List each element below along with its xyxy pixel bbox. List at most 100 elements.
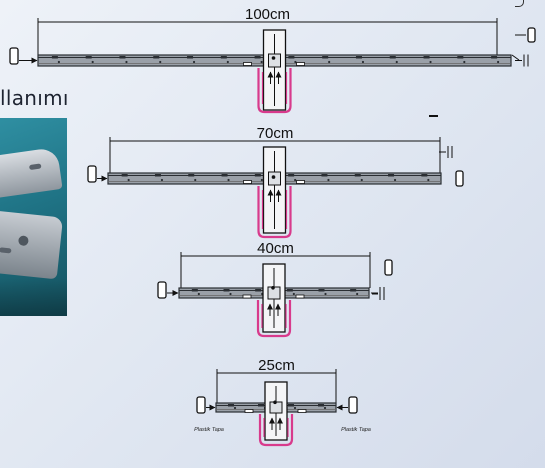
pink-clamp bbox=[257, 186, 292, 239]
bracket-hole-icon bbox=[273, 400, 277, 405]
rail-hole-icon bbox=[160, 178, 164, 182]
rail-slot-icon bbox=[423, 56, 430, 59]
rail-slot-icon bbox=[119, 56, 126, 59]
rail-hole-icon bbox=[427, 178, 430, 182]
rail-slot-icon bbox=[51, 56, 58, 59]
plastic-plug-icon bbox=[527, 27, 536, 43]
section-heading-fragment: llanımı bbox=[0, 86, 69, 110]
pink-clamp bbox=[256, 300, 292, 338]
rail-slot-icon bbox=[153, 56, 160, 59]
plug-label: Plastik Tapa bbox=[341, 427, 371, 433]
rail-hole-icon bbox=[429, 60, 432, 64]
rail-hole-icon bbox=[197, 292, 200, 296]
rail-slot-icon bbox=[322, 56, 329, 59]
rail-hole-icon bbox=[227, 178, 230, 182]
rail-hole-icon bbox=[192, 60, 196, 64]
rail-hole-icon bbox=[293, 406, 297, 410]
rail-hole-icon bbox=[360, 178, 363, 182]
corner-fragment-icon bbox=[515, 0, 524, 7]
pink-clamp-inner bbox=[263, 418, 289, 437]
rail-hole-icon bbox=[323, 406, 327, 410]
rail-tab bbox=[242, 294, 252, 299]
pink-clamp bbox=[257, 68, 292, 114]
rail-hole-icon bbox=[356, 292, 359, 296]
rail-slot-icon bbox=[321, 174, 328, 177]
rail-hole-icon bbox=[226, 60, 229, 64]
rail-hole-icon bbox=[463, 60, 466, 64]
dimension-label: 100cm bbox=[245, 6, 290, 23]
rail-tab bbox=[243, 180, 252, 184]
rail-slot-icon bbox=[85, 56, 92, 59]
plastic-plug-icon bbox=[384, 259, 393, 276]
rail-hole-icon bbox=[328, 60, 331, 64]
rail-slot-icon bbox=[254, 174, 261, 177]
rail-hole-icon bbox=[393, 178, 397, 182]
rail-slot-icon bbox=[258, 404, 264, 407]
rail-slot-icon bbox=[288, 404, 294, 407]
pink-clamp-inner bbox=[261, 72, 288, 104]
rail-slot-icon bbox=[191, 289, 198, 292]
plastic-plug-icon bbox=[196, 396, 206, 414]
photo-shadow bbox=[0, 278, 67, 316]
rail-slot-icon bbox=[254, 56, 261, 59]
rail-slot-icon bbox=[286, 289, 293, 292]
rail-hole-icon bbox=[194, 178, 197, 182]
rail-tab bbox=[243, 62, 252, 66]
dimension-label: 70cm bbox=[257, 125, 294, 142]
pink-clamp-inner bbox=[261, 190, 288, 229]
rail-hole-icon bbox=[294, 60, 297, 64]
rail-hole-icon bbox=[125, 60, 128, 64]
rail-slot-icon bbox=[255, 289, 262, 292]
rail-hole-icon bbox=[229, 292, 232, 296]
rail-hole-icon bbox=[361, 60, 365, 64]
rail-slot-icon bbox=[491, 56, 498, 59]
rail-slot-icon bbox=[187, 56, 194, 59]
rail-slot-icon bbox=[457, 56, 464, 59]
rail-slot-icon bbox=[355, 56, 362, 59]
rail-hole-icon bbox=[260, 60, 263, 64]
rail-hole-icon bbox=[127, 178, 130, 182]
rail-hole-icon bbox=[292, 292, 295, 296]
rail-slot-icon bbox=[318, 404, 324, 407]
rail-tab bbox=[296, 180, 305, 184]
plastic-plug-icon bbox=[157, 281, 167, 299]
rail-slot-icon bbox=[288, 56, 295, 59]
dimension-label: 40cm bbox=[257, 240, 294, 257]
rail-hole-icon bbox=[57, 60, 60, 64]
rail-hole-icon bbox=[497, 60, 500, 64]
rail-hole-icon bbox=[327, 178, 330, 182]
rail-hole-icon bbox=[324, 292, 327, 296]
rail-slot-icon bbox=[354, 174, 361, 177]
plastic-plug-icon bbox=[348, 396, 358, 414]
rail-slot-icon bbox=[288, 174, 295, 177]
rail-hole-icon bbox=[233, 406, 237, 410]
dash-mark bbox=[429, 115, 438, 117]
pink-clamp bbox=[258, 414, 294, 447]
rail-tab bbox=[244, 409, 254, 413]
rail-hole-icon bbox=[91, 60, 94, 64]
rail-slot-icon bbox=[389, 56, 396, 59]
rail-hole-icon bbox=[294, 178, 297, 182]
bracket-hole-icon bbox=[271, 286, 275, 290]
bracket-hole-icon bbox=[271, 175, 276, 179]
rail-slot-icon bbox=[223, 289, 230, 292]
dimension-label: 25cm bbox=[258, 357, 295, 374]
rail-slot-icon bbox=[121, 174, 128, 177]
wall-end-icon bbox=[511, 54, 520, 61]
rail-tab bbox=[296, 62, 305, 66]
product-photo bbox=[0, 118, 67, 316]
rail-slot-icon bbox=[228, 404, 234, 407]
rail-tab bbox=[295, 294, 305, 299]
rail-hole-icon bbox=[159, 60, 162, 64]
rail-tab bbox=[297, 409, 307, 413]
plastic-plug-icon bbox=[455, 170, 464, 187]
plastic-plug-icon bbox=[9, 47, 19, 65]
plastic-plug-icon bbox=[87, 165, 97, 183]
bracket-clip bbox=[268, 53, 281, 68]
rail-slot-icon bbox=[154, 174, 161, 177]
rail-hole-icon bbox=[260, 178, 263, 182]
pink-clamp-inner bbox=[261, 304, 287, 328]
rail-slot-icon bbox=[220, 56, 227, 59]
rail-slot-icon bbox=[421, 174, 428, 177]
